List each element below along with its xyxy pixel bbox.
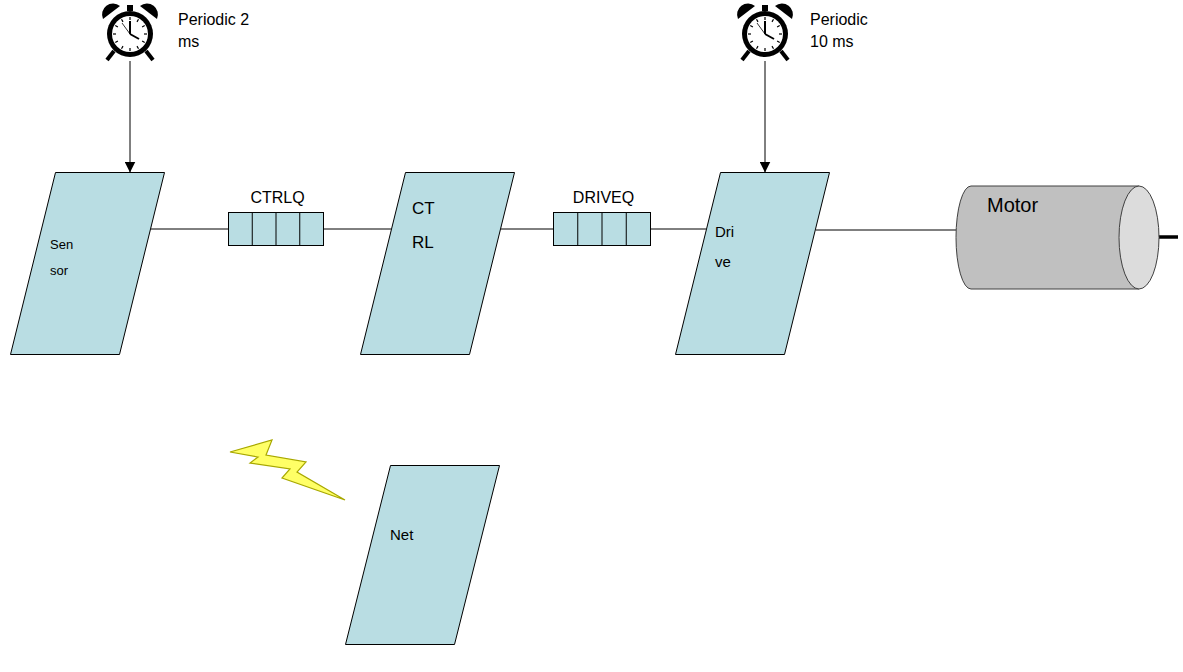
queue-box xyxy=(554,213,651,246)
trigger-arrow xyxy=(765,61,766,173)
timer-clock: Periodic 2 ms xyxy=(100,3,260,65)
alarm-clock-icon xyxy=(102,4,158,60)
task-name: Dri ve xyxy=(715,217,734,277)
timer-period: Periodic 10 ms xyxy=(810,9,882,54)
task-name: Motor xyxy=(987,193,1038,217)
queue-slot xyxy=(577,213,578,246)
queue-slot xyxy=(602,213,603,246)
task-parallelogram: CT RL xyxy=(360,172,515,355)
queue-slot xyxy=(252,213,253,246)
queue-slot xyxy=(299,213,300,246)
data-flow-line xyxy=(501,229,554,230)
task-name: CT RL xyxy=(412,192,434,260)
data-flow-line xyxy=(651,229,706,230)
lightning-bolt xyxy=(230,440,345,500)
motor-face xyxy=(1119,186,1159,289)
alarm-clock-icon xyxy=(737,4,793,60)
shape-outline xyxy=(955,185,1160,290)
task-parallelogram: Dri ve xyxy=(675,172,830,355)
parallelogram-outline xyxy=(676,173,830,355)
data-flow-line xyxy=(816,230,956,231)
parallelogram-outline xyxy=(11,173,165,355)
timer-period: Periodic 2 ms xyxy=(178,9,250,54)
queue-slot xyxy=(626,213,627,246)
task-parallelogram: Sen sor xyxy=(10,172,165,355)
motor-cylinder: Motor xyxy=(955,185,1160,290)
parallelogram-outline xyxy=(346,466,500,645)
queue-box xyxy=(229,213,324,246)
task-name: Net xyxy=(390,520,413,550)
shape-outline xyxy=(345,465,500,645)
queue-name: CTRLQ xyxy=(222,188,333,208)
queue-slot xyxy=(276,213,277,246)
queue-name: DRIVEQ xyxy=(547,188,660,208)
motor-body xyxy=(956,186,1139,289)
shape-outline xyxy=(360,172,515,355)
task-parallelogram: Net xyxy=(345,465,500,645)
timer-clock: Periodic 10 ms xyxy=(735,3,895,65)
message-queue: DRIVEQ xyxy=(547,188,660,248)
data-flow-line xyxy=(324,229,391,230)
trigger-arrow xyxy=(130,61,131,173)
message-queue: CTRLQ xyxy=(222,188,333,248)
parallelogram-outline xyxy=(361,173,515,355)
task-name: Sen sor xyxy=(50,232,73,284)
shape-outline xyxy=(675,172,830,355)
shape-outline xyxy=(10,172,165,355)
data-flow-line xyxy=(151,229,229,230)
